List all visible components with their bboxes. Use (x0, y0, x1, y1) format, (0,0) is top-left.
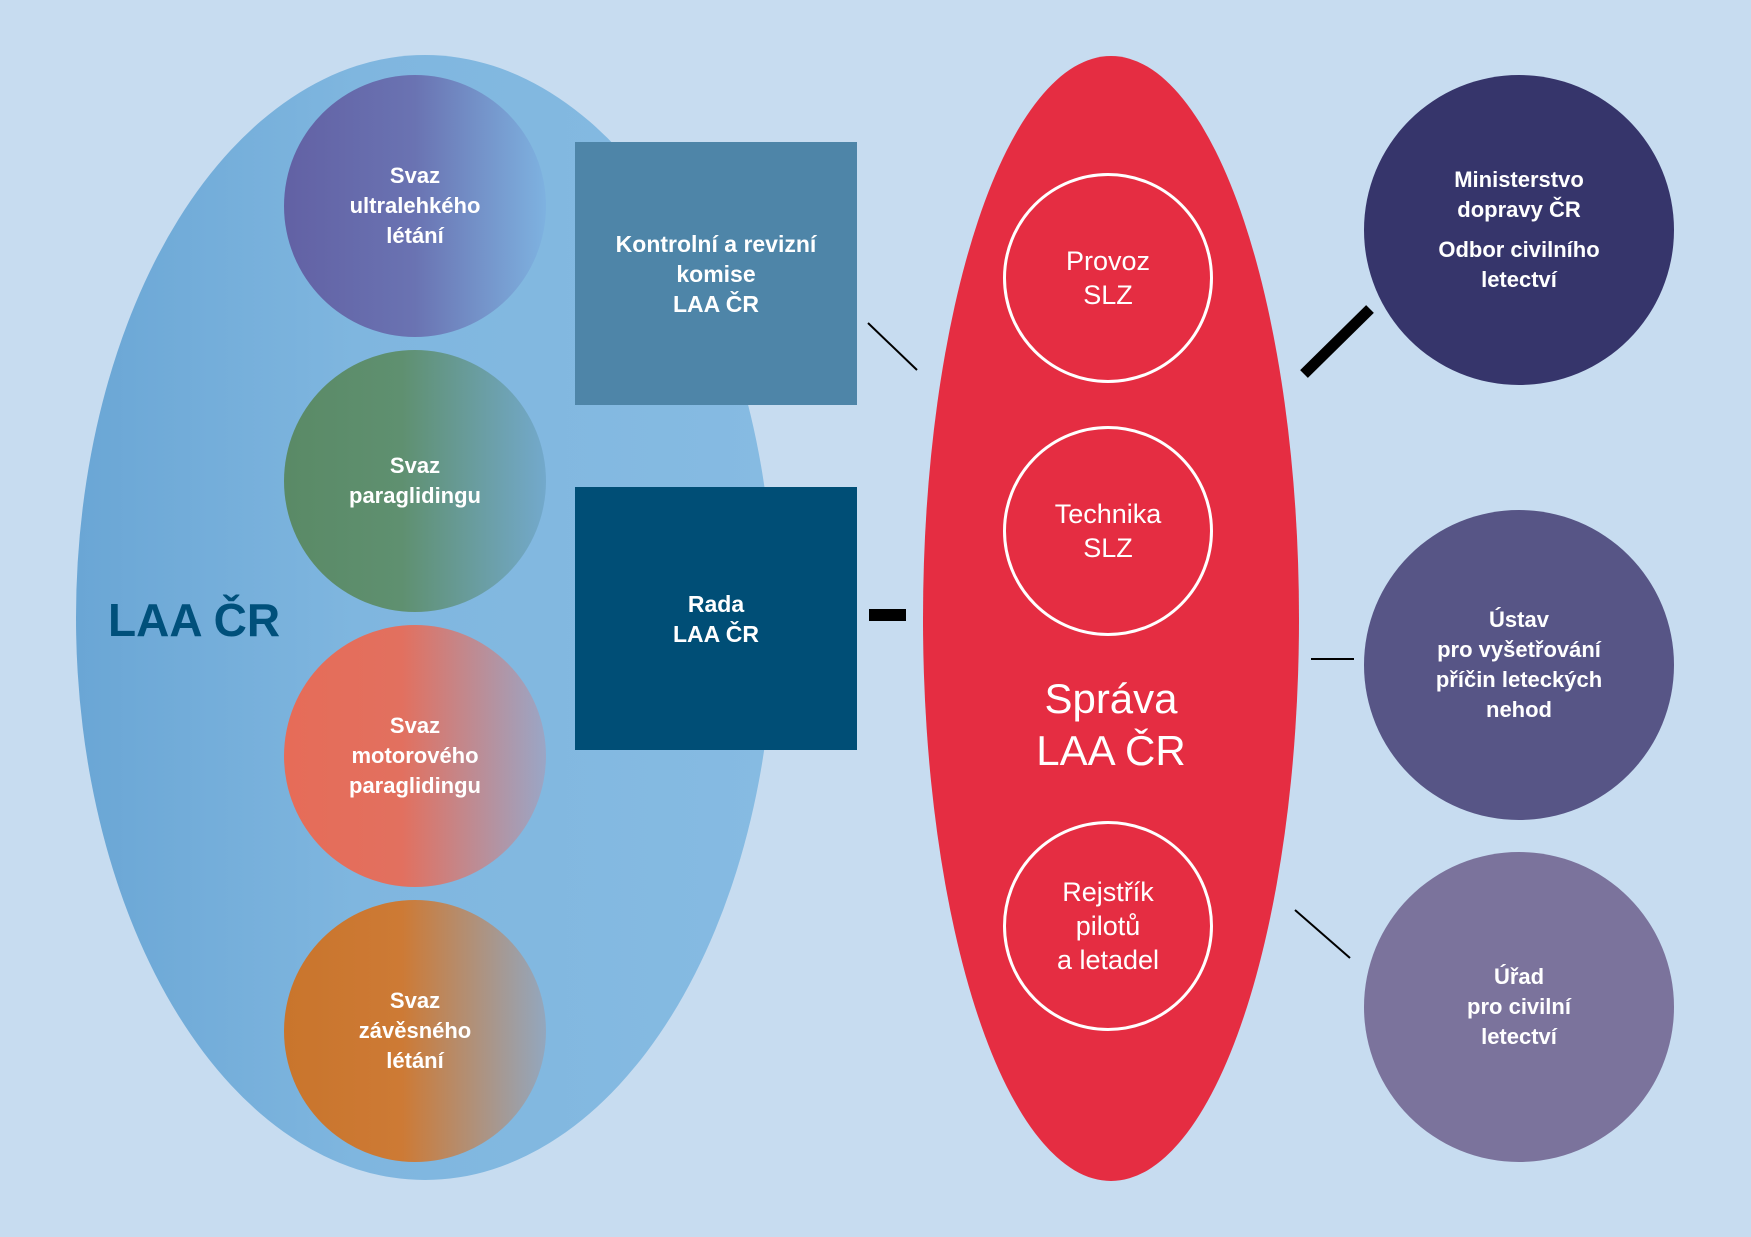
node-text-line: Svaz (389, 453, 441, 478)
node-text-line: nehod (1486, 697, 1552, 722)
node-text-line: Odbor civilního (1438, 237, 1600, 262)
node-text-line: Ústav (1489, 607, 1549, 632)
node-text-line: létání (386, 223, 444, 248)
ustav-vysetrovani-node: Ústav pro vyšetřování příčin leteckých n… (1364, 510, 1674, 820)
node-text-line: motorového (351, 743, 479, 768)
svaz-paraglidingu-node: Svaz paraglidingu (284, 350, 546, 612)
connector-sprava-to-ministerstvo (1300, 305, 1374, 378)
node-text-line: letectví (1481, 1024, 1557, 1049)
node-text-line: ultralehkého (349, 193, 481, 218)
node-text-line: dopravy ČR (1457, 197, 1581, 222)
node-text-line: komise (676, 260, 756, 287)
technika-slz-ring: Technika SLZ (1003, 426, 1213, 636)
node-text-line: Technika (1054, 499, 1162, 529)
node-text-line: létání (386, 1048, 444, 1073)
node-text-line: letectví (1481, 267, 1557, 292)
node-text-line: pilotů (1075, 911, 1141, 941)
node-text-line: Svaz (389, 988, 441, 1013)
node-text-line: Svaz (389, 713, 441, 738)
title-text-line: LAA ČR (1036, 727, 1186, 774)
node-text-line: pro civilní (1467, 994, 1571, 1019)
connector-sprava-to-urad (1294, 909, 1351, 959)
svaz-motoroveho-paraglidingu-node: Svaz motorového paraglidingu (284, 625, 546, 887)
connector-kontrolni-to-sprava (867, 322, 918, 371)
node-text-line: Kontrolní a revizní (615, 230, 817, 257)
node-text-line: příčin leteckých (1435, 667, 1603, 692)
laa-group-label: LAA ČR (108, 594, 281, 646)
node-text-line: paraglidingu (349, 773, 481, 798)
node-text-line: pro vyšetřování (1437, 637, 1601, 662)
urad-civilni-letectvi-node: Úřad pro civilní letectví (1364, 852, 1674, 1162)
provoz-slz-ring: Provoz SLZ (1003, 173, 1213, 383)
sprava-laa-title: Správa LAA ČR (973, 665, 1249, 785)
node-text-line: paraglidingu (349, 483, 481, 508)
node-text-line: závěsného (358, 1018, 472, 1043)
ministerstvo-dopravy-node: Ministerstvo dopravy ČR Odbor civilního … (1364, 75, 1674, 385)
node-text-line: Provoz (1065, 246, 1151, 276)
rejstrik-pilotu-ring: Rejstřík pilotů a letadel (1003, 821, 1213, 1031)
node-text-line: SLZ (1083, 533, 1133, 563)
rada-laa-box: Rada LAA ČR (575, 487, 857, 750)
node-text-line: LAA ČR (672, 620, 760, 647)
node-text-line: Rejstřík (1062, 877, 1154, 907)
node-text-line: Úřad (1493, 964, 1545, 989)
node-text-line: LAA ČR (672, 290, 760, 317)
title-text-line: Správa (1044, 675, 1178, 722)
svaz-ultralehkeho-letani-node: Svaz ultralehkého létání (284, 75, 546, 337)
node-text-line: Ministerstvo (1454, 167, 1584, 192)
node-text-line: Rada (687, 590, 745, 617)
node-text-line: Svaz (389, 163, 441, 188)
node-text-line: a letadel (1056, 945, 1160, 975)
node-text-line: SLZ (1083, 280, 1133, 310)
kontrolni-revizni-komise-box: Kontrolní a revizní komise LAA ČR (575, 142, 857, 405)
svaz-zavesneho-letani-node: Svaz závěsného létání (284, 900, 546, 1162)
